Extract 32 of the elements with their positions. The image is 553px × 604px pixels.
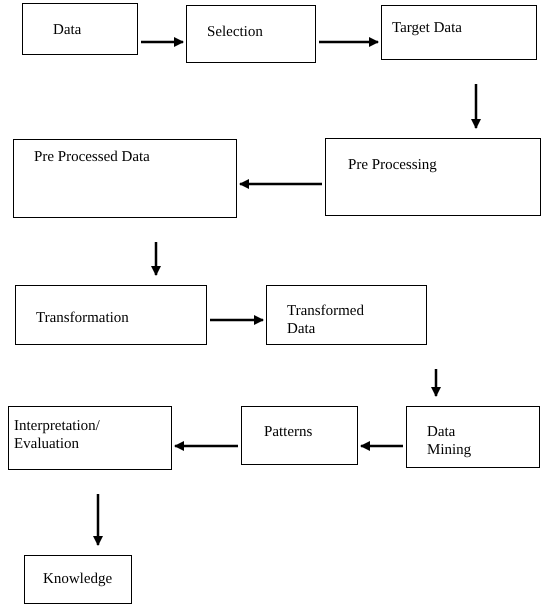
arrow (141, 37, 184, 47)
process-box (241, 406, 358, 465)
box-label: Pre Processing (348, 156, 438, 174)
box-label: Selection (207, 23, 264, 41)
arrow (360, 441, 403, 451)
box-label: Data (53, 21, 82, 39)
arrow (174, 441, 238, 451)
arrow (239, 179, 322, 189)
box-label: Transformed Data (287, 302, 365, 338)
process-box (325, 138, 541, 216)
box-label: Target Data (392, 19, 463, 37)
arrow (210, 315, 264, 325)
box-label: Data Mining (427, 423, 472, 459)
arrow (431, 369, 441, 397)
arrow (93, 494, 103, 546)
box-label: Patterns (264, 423, 314, 441)
box-label: Knowledge (43, 570, 114, 588)
box-label: Transformation (36, 309, 130, 327)
process-box (13, 139, 237, 218)
process-box (22, 3, 138, 55)
process-box (186, 5, 316, 63)
box-label: Pre Processed Data (34, 148, 151, 166)
process-box (8, 406, 172, 470)
process-box (406, 406, 540, 468)
process-box (15, 285, 207, 345)
box-label: Interpretation/ Evaluation (14, 417, 101, 453)
arrow (151, 242, 161, 276)
process-box (24, 555, 132, 604)
process-box (266, 285, 427, 345)
arrow (471, 84, 481, 129)
process-box (381, 5, 537, 60)
arrow (319, 37, 379, 47)
